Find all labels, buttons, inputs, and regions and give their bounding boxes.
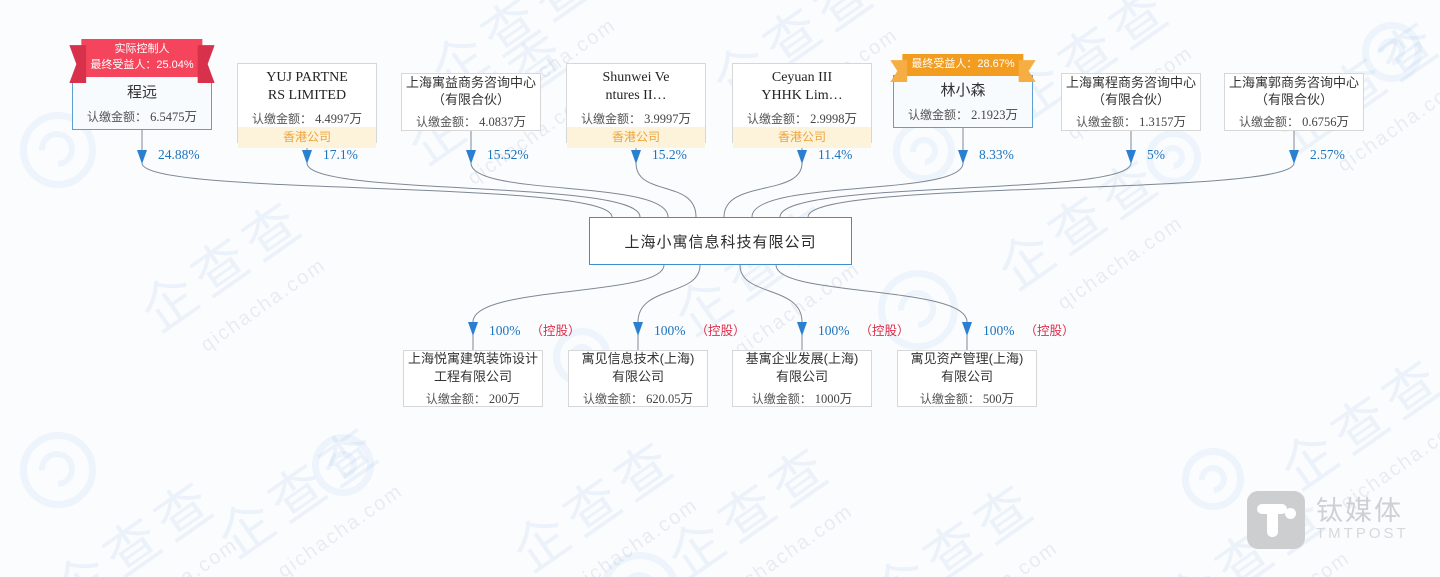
subsidiary-name: 上海悦寓建筑装饰设计 <box>407 351 538 367</box>
shareholder-name: 上海寓郭商务咨询中心 <box>1228 74 1359 90</box>
subscribed-amount: 认缴金额：500万 <box>919 391 1015 406</box>
watermark-logo-circle <box>20 432 96 508</box>
subsidiary-box-yueyu-decoration[interactable]: 上海悦寓建筑装饰设计 工程有限公司 认缴金额：200万 <box>403 350 543 407</box>
shareholder-box-yuyi-center[interactable]: 上海寓益商务咨询中心 （有限合伙） 认缴金额：4.0837万 <box>401 73 541 131</box>
ownership-percent-label: 17.1% <box>323 147 358 162</box>
shareholder-name: ntures II… <box>605 88 667 104</box>
hongkong-company-tag: 香港公司 <box>733 127 871 149</box>
shareholder-name: RS LIMITED <box>267 88 347 104</box>
tmtpost-name-en: TMTPOST <box>1316 525 1409 543</box>
subscribed-amount: 认缴金额：6.5475万 <box>87 109 197 124</box>
subsidiary-name: 寓见资产管理(上海) <box>910 351 1024 367</box>
shareholder-name: （有限合伙） <box>1254 92 1333 107</box>
shareholder-name: （有限合伙） <box>431 92 510 107</box>
ownership-percent-label: 15.2% <box>652 147 687 162</box>
shareholder-box-ceyuan[interactable]: Ceyuan III YHHK Lim… 认缴金额：2.9998万 香港公司 <box>732 63 872 149</box>
shareholder-box-yuj-partners[interactable]: YUJ PARTNE RS LIMITED 认缴金额：4.4997万 香港公司 <box>237 63 377 149</box>
hongkong-company-tag: 香港公司 <box>567 127 705 149</box>
subscribed-amount: 认缴金额：2.9998万 <box>747 112 857 127</box>
ownership-percent-label: 11.4% <box>818 147 853 162</box>
hongkong-company-tag: 香港公司 <box>238 127 376 149</box>
tmtpost-name-cn: 钛媒体 <box>1316 495 1403 526</box>
shareholder-name: Shunwei Ve <box>602 70 670 85</box>
holding-percent-label: 100%（控股） <box>489 323 581 338</box>
ownership-percent-label: 24.88% <box>158 147 200 162</box>
ownership-percent-label: 8.33% <box>979 147 1014 162</box>
shareholder-name: （有限合伙） <box>1091 92 1170 107</box>
subsidiary-name: 有限公司 <box>775 368 828 384</box>
ownership-percent-label: 5% <box>1147 147 1165 162</box>
ribbon-line: 最终受益人：28.67% <box>911 58 1015 71</box>
subsidiary-name: 基寓企业发展(上海) <box>745 351 859 367</box>
ownership-percent-label: 15.52% <box>487 147 529 162</box>
subscribed-amount: 认缴金额：1.3157万 <box>1076 115 1186 130</box>
tmtpost-logo-icon <box>1247 491 1305 549</box>
shareholder-name: 林小森 <box>940 82 986 99</box>
watermark-logo-circle <box>312 434 374 496</box>
beneficiary-ribbon-badge: 最终受益人：28.67% <box>902 54 1024 76</box>
focus-company-box[interactable]: 上海小寓信息科技有限公司 <box>589 217 852 265</box>
shareholder-name: 上海寓益商务咨询中心 <box>405 74 536 90</box>
shareholder-box-linxiaosen[interactable]: 最终受益人：28.67% 林小森 认缴金额：2.1923万 <box>893 54 1033 128</box>
subsidiary-name: 有限公司 <box>940 368 993 384</box>
subscribed-amount: 认缴金额：620.05万 <box>583 391 693 406</box>
watermark-logo-circle <box>1362 22 1422 82</box>
shareholder-name: Ceyuan III <box>771 70 833 85</box>
shareholder-name: 程远 <box>126 83 157 101</box>
subscribed-amount: 认缴金额：0.6756万 <box>1239 115 1349 130</box>
shareholder-name: YUJ PARTNE <box>266 70 348 85</box>
subscribed-amount: 认缴金额：4.0837万 <box>416 115 526 130</box>
holding-percent-label: 100%（控股） <box>983 323 1075 338</box>
shareholder-box-yucheng-center[interactable]: 上海寓程商务咨询中心 （有限合伙） 认缴金额：1.3157万 <box>1061 73 1201 131</box>
shareholder-box-shunwei[interactable]: Shunwei Ve ntures II… 认缴金额：3.9997万 香港公司 <box>566 63 706 149</box>
shareholder-name: 上海寓程商务咨询中心 <box>1065 74 1196 90</box>
ownership-percent-label: 2.57% <box>1310 147 1345 162</box>
watermark-logo-circle <box>1182 448 1244 510</box>
subscribed-amount: 认缴金额：3.9997万 <box>581 112 691 127</box>
shareholder-box-chengyuan[interactable]: 实际控制人 最终受益人：25.04% 程远 认缴金额：6.5475万 <box>72 39 212 130</box>
ribbon-line: 最终受益人：25.04% <box>90 59 194 72</box>
holding-percent-label: 100%（控股） <box>818 323 910 338</box>
subsidiary-box-jiyu-development[interactable]: 基寓企业发展(上海) 有限公司 认缴金额：1000万 <box>732 350 872 407</box>
subscribed-amount: 认缴金额：1000万 <box>751 391 853 406</box>
subsidiary-name: 工程有限公司 <box>433 368 512 384</box>
subsidiary-box-yujian-asset[interactable]: 寓见资产管理(上海) 有限公司 认缴金额：500万 <box>897 350 1037 407</box>
subscribed-amount: 认缴金额：4.4997万 <box>252 112 362 127</box>
shareholder-box-yuguo-center[interactable]: 上海寓郭商务咨询中心 （有限合伙） 认缴金额：0.6756万 <box>1224 73 1364 131</box>
shareholder-name: YHHK Lim… <box>761 88 843 104</box>
subscribed-amount: 认缴金额：200万 <box>425 391 521 406</box>
controller-ribbon-badge: 实际控制人 最终受益人：25.04% <box>81 39 203 77</box>
subsidiary-name: 寓见信息技术(上海) <box>581 351 695 367</box>
watermark-logo-circle <box>20 112 96 188</box>
tmtpost-logo: 钛媒体 TMTPOST <box>1247 491 1409 549</box>
subsidiary-box-yujian-it[interactable]: 寓见信息技术(上海) 有限公司 认缴金额：620.05万 <box>568 350 708 407</box>
watermark-logo-circle <box>878 270 958 350</box>
subscribed-amount: 认缴金额：2.1923万 <box>908 108 1018 122</box>
watermark-logo-circle <box>1146 130 1201 185</box>
holding-percent-label: 100%（控股） <box>654 323 746 338</box>
subsidiary-name: 有限公司 <box>611 368 664 384</box>
ribbon-line: 实际控制人 <box>114 43 170 56</box>
